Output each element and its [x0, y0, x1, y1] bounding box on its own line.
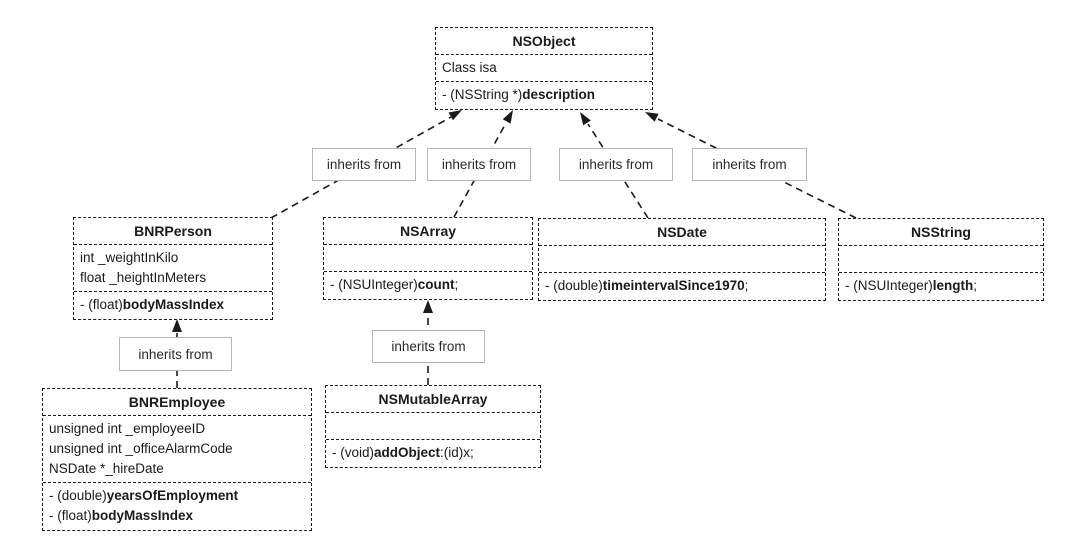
- arrowhead-icon: [448, 110, 462, 121]
- inheritance-arrow-nsdate-to-nsobject: [580, 112, 649, 219]
- edge-label-nsstring-nsobject: inherits from: [692, 148, 807, 181]
- arrowhead-icon: [502, 110, 513, 124]
- method: - (float)bodyMassIndex: [80, 297, 225, 312]
- class-attributes-empty: [326, 413, 540, 440]
- class-methods: - (NSUInteger)length;: [839, 273, 1043, 300]
- class-box-nsstring: NSString - (NSUInteger)length;: [838, 218, 1044, 301]
- class-title: NSString: [839, 219, 1043, 246]
- arrowhead-icon: [645, 112, 659, 122]
- class-box-nsmutablearray: NSMutableArray - (void)addObject:(id)x;: [325, 385, 541, 468]
- method: - (NSUInteger)count;: [330, 277, 459, 292]
- class-methods: - (void)addObject:(id)x;: [326, 440, 540, 467]
- edge-label-nsmutablearray-nsarray: inherits from: [372, 330, 485, 363]
- class-methods: - (double)yearsOfEmployment - (float)bod…: [43, 483, 311, 530]
- class-methods: - (NSString *)description: [436, 82, 652, 109]
- method: - (float)bodyMassIndex: [49, 508, 194, 523]
- class-title: NSMutableArray: [326, 386, 540, 413]
- class-attributes-empty: [839, 246, 1043, 273]
- method: - (NSUInteger)length;: [845, 278, 978, 293]
- class-title: BNREmployee: [43, 389, 311, 416]
- class-title: NSDate: [539, 219, 825, 246]
- class-attributes: unsigned int _employeeID unsigned int _o…: [43, 416, 311, 483]
- attribute: Class isa: [442, 60, 497, 75]
- method: - (double)timeintervalSince1970;: [545, 278, 749, 293]
- arrowhead-icon: [172, 319, 182, 332]
- class-box-nsobject: NSObject Class isa - (NSString *)descrip…: [435, 27, 653, 110]
- edge-label-bnrperson-nsobject: inherits from: [312, 148, 416, 181]
- class-methods: - (double)timeintervalSince1970;: [539, 273, 825, 300]
- class-methods: - (NSUInteger)count;: [324, 272, 532, 299]
- arrowhead-icon: [580, 112, 591, 126]
- method: - (void)addObject:(id)x;: [332, 445, 474, 460]
- attribute: NSDate *_hireDate: [49, 461, 164, 476]
- attribute: int _weightInKilo: [80, 250, 179, 265]
- class-box-nsarray: NSArray - (NSUInteger)count;: [323, 217, 533, 300]
- edge-label-nsarray-nsobject: inherits from: [427, 148, 531, 181]
- arrowhead-icon: [423, 300, 433, 313]
- class-attributes-empty: [539, 246, 825, 273]
- class-attributes: Class isa: [436, 55, 652, 82]
- edge-label-nsdate-nsobject: inherits from: [559, 148, 673, 181]
- class-box-bnremployee: BNREmployee unsigned int _employeeID uns…: [42, 388, 312, 531]
- attribute: unsigned int _employeeID: [49, 421, 206, 436]
- class-title: NSObject: [436, 28, 652, 55]
- method: - (double)yearsOfEmployment: [49, 488, 239, 503]
- class-methods: - (float)bodyMassIndex: [74, 292, 272, 319]
- class-title: NSArray: [324, 218, 532, 245]
- edge-label-bnremployee-bnrperson: inherits from: [119, 337, 232, 371]
- class-box-nsdate: NSDate - (double)timeintervalSince1970;: [538, 218, 826, 301]
- class-attributes: int _weightInKilo float _heightInMeters: [74, 245, 272, 292]
- attribute: unsigned int _officeAlarmCode: [49, 441, 233, 456]
- inheritance-arrow-bnrperson-to-nsobject: [270, 110, 462, 219]
- method: - (NSString *)description: [442, 87, 596, 102]
- class-box-bnrperson: BNRPerson int _weightInKilo float _heigh…: [73, 217, 273, 320]
- class-title: BNRPerson: [74, 218, 272, 245]
- attribute: float _heightInMeters: [80, 270, 207, 285]
- class-attributes-empty: [324, 245, 532, 272]
